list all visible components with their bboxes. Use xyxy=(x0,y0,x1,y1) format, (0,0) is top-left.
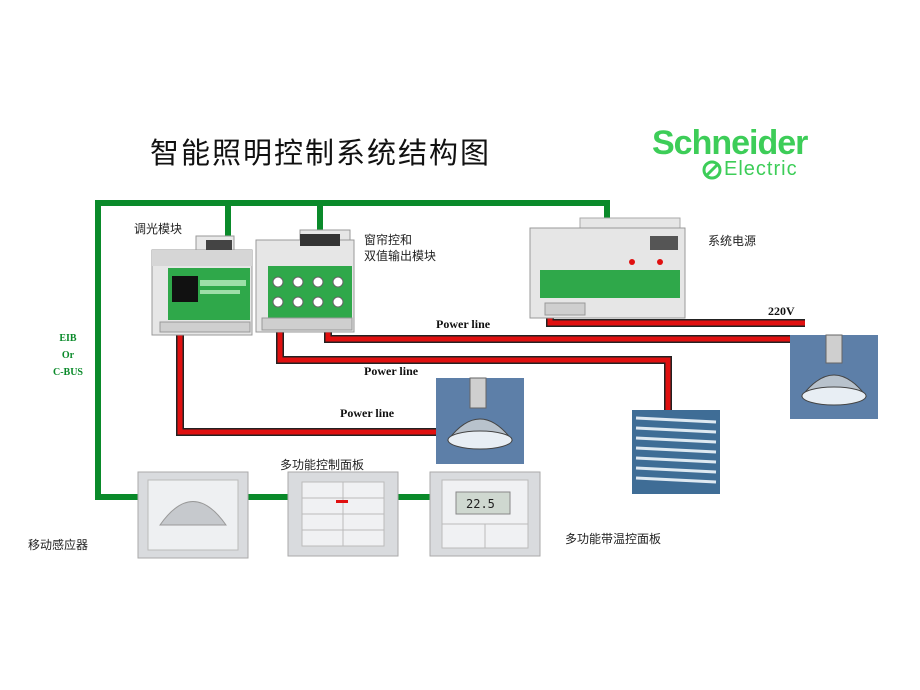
thermostat-display: 22.5 xyxy=(466,497,495,511)
window-blind xyxy=(632,410,720,494)
dimmer-label: 调光模块 xyxy=(134,222,183,236)
brand-name: Schneider xyxy=(652,124,808,162)
temp-panel-label: 多功能带温控面板 xyxy=(565,532,662,546)
power-line-curtain-blind xyxy=(277,332,671,412)
power-line-label-2: Power line xyxy=(364,364,419,378)
bus-label-line3: C-BUS xyxy=(52,367,83,378)
bus-label-line1: EIB xyxy=(59,333,77,344)
bus-trunk xyxy=(95,200,610,500)
motion-sensor-label: 移动感应器 xyxy=(28,538,89,552)
power-supply-label: 系统电源 xyxy=(708,234,757,248)
multi-panel-label: 多功能控制面板 xyxy=(280,458,365,472)
pendant-lamp-right xyxy=(790,334,878,419)
power-supply xyxy=(529,217,686,319)
curtain-label-line2: 双值输出模块 xyxy=(364,249,437,263)
brand-mark-icon xyxy=(702,160,722,180)
power-lines xyxy=(176,312,805,436)
curtain-label-line1: 窗帘控和 xyxy=(364,233,413,247)
power-line-curtain-lamp xyxy=(325,332,790,342)
bus-label: EIB Or C-BUS xyxy=(46,330,90,381)
power-line-label-1: Power line xyxy=(436,317,491,331)
curtain-module xyxy=(255,229,355,333)
brand-subtitle: Electric xyxy=(724,158,798,180)
voltage-label: 220V xyxy=(768,304,795,318)
multi-function-panel xyxy=(287,471,399,557)
curtain-label: 窗帘控和 双值输出模块 xyxy=(364,232,436,264)
bus-label-line2: Or xyxy=(61,350,75,361)
power-line-dimmer-lamp xyxy=(177,332,438,435)
motion-sensor xyxy=(137,471,249,559)
dimmer-module xyxy=(151,235,253,336)
page-title: 智能照明控制系统结构图 xyxy=(150,136,492,170)
power-line-label-3: Power line xyxy=(340,406,395,420)
thermostat-panel: 22.5 xyxy=(429,471,541,557)
brand-logo: Schneider Electric xyxy=(652,124,882,184)
bus-lines xyxy=(95,200,610,500)
pendant-lamp-center xyxy=(436,377,524,464)
